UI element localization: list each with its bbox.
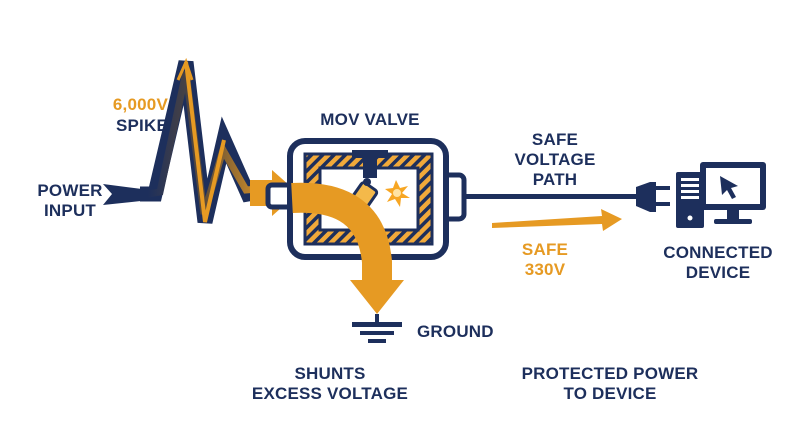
spark-icon xyxy=(385,180,410,207)
safe-path-label-line2: VOLTAGE xyxy=(514,150,596,169)
ground-symbol-icon xyxy=(352,314,402,343)
shunts-label-line1: SHUNTS xyxy=(294,364,366,383)
protected-power-label-line1: PROTECTED POWER xyxy=(521,364,699,383)
power-plug-icon xyxy=(636,182,670,212)
power-input-arrow xyxy=(103,184,150,205)
protected-power-label-line2: TO DEVICE xyxy=(563,384,657,403)
shunts-label-line2: EXCESS VOLTAGE xyxy=(251,384,409,403)
connected-device-label-line1: CONNECTED xyxy=(663,243,773,262)
power-input-label-line2: INPUT xyxy=(44,201,96,220)
ground-label: GROUND xyxy=(417,322,494,341)
safe-value-label: 330V xyxy=(524,260,566,279)
safe-voltage-wire xyxy=(462,194,640,199)
spike-value-label: 6,000V xyxy=(112,95,168,114)
safe-value-word-label: SAFE xyxy=(521,240,569,259)
power-input-label-line1: POWER xyxy=(37,181,103,200)
connected-device-label-line2: DEVICE xyxy=(685,263,751,282)
safe-path-label-line3: PATH xyxy=(532,170,578,189)
spike-word-label: SPIKE xyxy=(115,116,168,135)
mov-valve-label: MOV VALVE xyxy=(320,110,420,129)
safe-path-label-line1: SAFE xyxy=(531,130,579,149)
cursor-icon xyxy=(720,176,738,199)
desktop-computer-icon xyxy=(676,162,766,228)
safe-output-arrow xyxy=(492,209,622,231)
shunt-arrow xyxy=(291,182,404,314)
voltage-spike-icon xyxy=(140,57,272,224)
